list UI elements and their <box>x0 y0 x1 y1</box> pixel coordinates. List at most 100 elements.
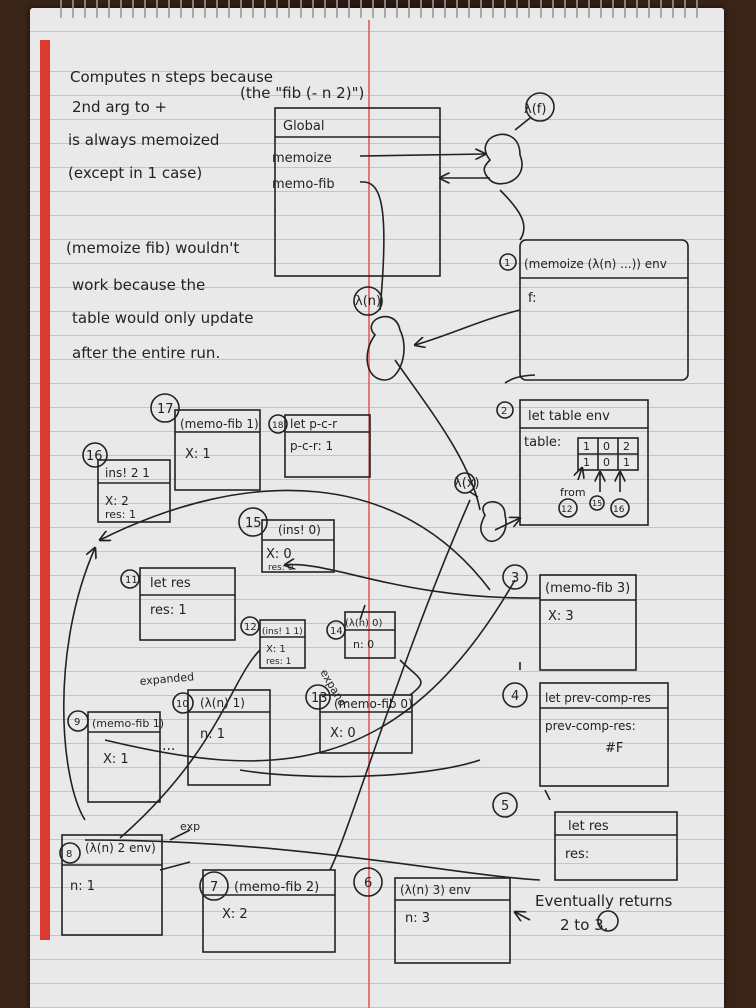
frame-9-num: 9 <box>74 717 80 728</box>
frame-5-binding: res: <box>565 847 589 862</box>
memoize-note-3: table would only update <box>72 309 254 327</box>
note-line-5: (except in 1 case) <box>68 164 202 182</box>
frame-17-binding: X: 1 <box>185 447 211 462</box>
from-label: from <box>560 486 586 499</box>
memoize-closure <box>483 133 523 185</box>
frame-17-num: 17 <box>157 402 174 417</box>
from-num-15: 15 <box>592 499 602 508</box>
frame-12-title: (ins! 1 1) <box>262 627 303 637</box>
frame-9 <box>87 711 161 803</box>
frame-18-num: 18 <box>272 421 284 431</box>
exp-label: exp <box>180 820 200 833</box>
frame-7 <box>202 869 336 953</box>
memoize-note-4: after the entire run. <box>72 344 220 362</box>
lambda-n-label: λ(n) <box>355 294 381 309</box>
frame-2 <box>519 399 649 526</box>
frame-13-num: 13 <box>311 691 328 706</box>
frame-12 <box>259 619 306 669</box>
frame-4 <box>539 682 669 787</box>
lambda-x-closure <box>479 501 507 542</box>
frame-10-title: (λ(n) 1) <box>200 696 245 710</box>
frame-8-binding: n: 1 <box>70 879 95 894</box>
note-line-4: is always memoized <box>68 131 219 149</box>
frame-15-num: 15 <box>245 516 262 531</box>
frame-8-num: 8 <box>66 849 72 860</box>
spiral-binding <box>60 0 700 18</box>
frame-7-binding: X: 2 <box>222 907 248 922</box>
frame-11-title: let res <box>150 576 191 591</box>
frame-15 <box>261 519 335 573</box>
red-binding-strip <box>40 40 50 940</box>
frame-10-num: 10 <box>176 699 189 710</box>
lambda-f-label: λ(f) <box>524 102 546 117</box>
frame-13-binding: X: 0 <box>330 726 356 741</box>
frame-15-extra: res: 0 <box>268 563 294 573</box>
lambda-x-label: λ(x) <box>454 476 480 491</box>
frame-9-title: (memo-fib 1) <box>92 717 164 730</box>
table-cell-1-0: 1 <box>583 456 590 469</box>
ellipsis: ... <box>162 738 175 754</box>
note-line-1: Computes n steps because <box>70 68 273 86</box>
frame-4-num: 4 <box>511 689 519 704</box>
frame-5 <box>554 811 678 881</box>
frame-11 <box>139 567 236 641</box>
frame-6 <box>394 877 511 964</box>
global-frame <box>274 107 441 277</box>
frame-1-title: (memoize (λ(n) ...)) env <box>524 257 667 271</box>
frame-7-title: (memo-fib 2) <box>234 880 319 895</box>
frame-8-title: (λ(n) 2 env) <box>85 841 156 855</box>
frame-17 <box>174 409 261 491</box>
frame-1-num: 1 <box>504 258 510 269</box>
frame-12-binding: X: 1 <box>266 644 286 655</box>
table-cell-1-2: 1 <box>623 456 630 469</box>
frame-15-binding: X: 0 <box>266 547 292 562</box>
frame-11-num: 11 <box>125 575 138 586</box>
frame-12-extra: res: 1 <box>266 657 291 667</box>
frame-18 <box>284 414 371 478</box>
frame-6-title: (λ(n) 3) env <box>400 883 471 897</box>
from-num-16: 16 <box>613 505 625 515</box>
frame-3-binding: X: 3 <box>548 609 574 624</box>
frame-3 <box>539 574 637 671</box>
frame-6-binding: n: 3 <box>405 911 430 926</box>
note-line-2: 2nd arg to + <box>72 98 167 116</box>
frame-14-title: (λ(n) 0) <box>345 618 383 629</box>
table-cell-1-1: 0 <box>603 456 610 469</box>
frame-4-binding: prev-comp-res: <box>545 719 636 733</box>
frame-12-num: 12 <box>244 622 257 633</box>
frame-18-binding: p-c-r: 1 <box>290 439 333 453</box>
frame-15-title: (ins! 0) <box>278 523 321 537</box>
frame-9-binding: X: 1 <box>103 752 129 767</box>
table-cell-0-0: 1 <box>583 440 590 453</box>
frame-10 <box>187 689 271 786</box>
global-binding-memoize: memoize <box>272 151 332 166</box>
frame-2-num: 2 <box>501 406 507 417</box>
frame-16-num: 16 <box>86 449 103 464</box>
table-cell-0-2: 2 <box>623 440 630 453</box>
notebook-page <box>30 8 724 1008</box>
table-cell-0-1: 0 <box>603 440 610 453</box>
frame-5-title: let res <box>568 819 609 834</box>
frame-3-num: 3 <box>511 571 519 586</box>
frame-5-num: 5 <box>501 799 509 814</box>
frame-10-binding: n: 1 <box>200 727 225 742</box>
frame-14-num: 14 <box>330 626 343 637</box>
frame-3-title: (memo-fib 3) <box>545 581 630 596</box>
frame-13 <box>319 694 413 754</box>
frame-2-title: let table env <box>528 409 610 424</box>
frame-7-num: 7 <box>210 880 218 895</box>
memo-fib-closure <box>366 315 405 381</box>
frame-14-binding: n: 0 <box>353 638 374 651</box>
memoize-note-1: (memoize fib) wouldn't <box>66 239 239 257</box>
frame-16-binding: X: 2 <box>105 494 129 508</box>
frame-4-value: #F <box>605 741 623 756</box>
margin-line <box>368 20 370 1008</box>
frame-4-title: let prev-comp-res <box>545 691 651 705</box>
global-title: Global <box>283 119 324 134</box>
frame-8 <box>61 834 163 936</box>
frame-11-binding: res: 1 <box>150 603 187 618</box>
eventually-note-2: 2 to 3. <box>560 916 608 934</box>
eventually-note-1: Eventually returns <box>535 892 673 910</box>
frame-14 <box>344 611 396 659</box>
